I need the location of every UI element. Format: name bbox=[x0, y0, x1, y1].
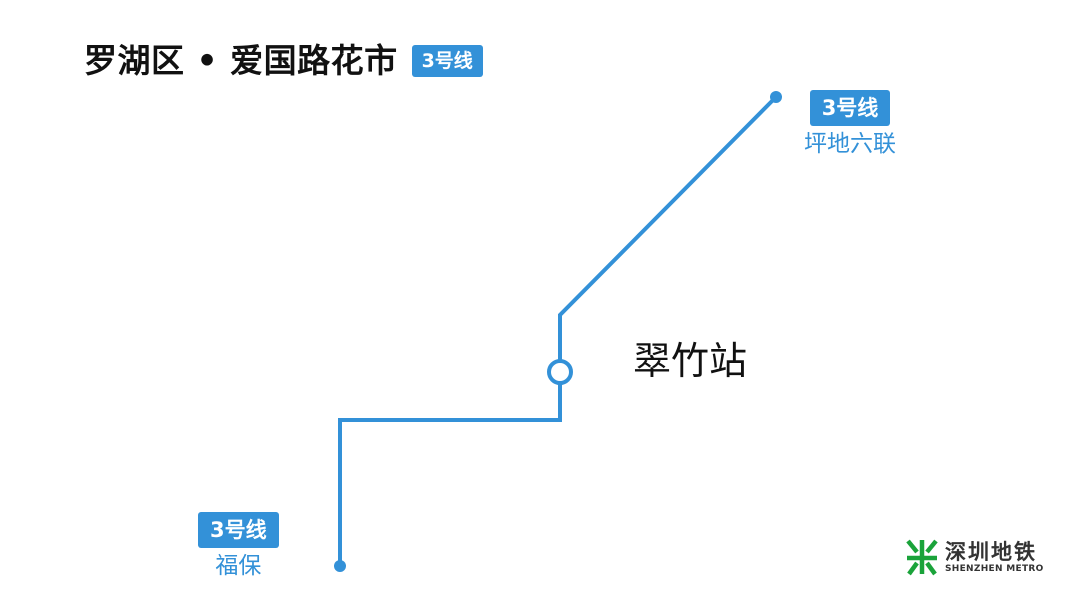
terminal-southwest: 3号线 福保 bbox=[198, 512, 279, 580]
terminal-southwest-line-badge: 3号线 bbox=[198, 512, 279, 548]
shenzhen-metro-logo: 深圳地铁 SHENZHEN METRO bbox=[905, 538, 1044, 576]
terminal-northeast-line-badge: 3号线 bbox=[809, 90, 891, 126]
terminal-dot-northeast bbox=[770, 91, 782, 103]
header-line-badge: 3号线 bbox=[411, 45, 483, 77]
terminal-dot-southwest bbox=[334, 560, 346, 572]
terminal-northeast: 3号线 坪地六联 bbox=[804, 90, 896, 158]
header: 罗湖区 • 爱国路花市 3号线 bbox=[84, 38, 483, 84]
logo-text: 深圳地铁 SHENZHEN METRO bbox=[945, 540, 1044, 575]
terminal-northeast-name: 坪地六联 bbox=[804, 131, 896, 157]
route-line bbox=[338, 95, 778, 566]
terminal-southwest-name: 福保 bbox=[215, 553, 262, 579]
station-marker bbox=[547, 359, 573, 385]
logo-text-en: SHENZHEN METRO bbox=[945, 563, 1044, 574]
shenzhen-metro-logo-icon bbox=[906, 539, 938, 576]
station-name: 翠竹站 bbox=[633, 339, 748, 383]
page-title: 罗湖区 • 爱国路花市 bbox=[84, 41, 398, 80]
logo-text-cn: 深圳地铁 bbox=[945, 539, 1037, 564]
